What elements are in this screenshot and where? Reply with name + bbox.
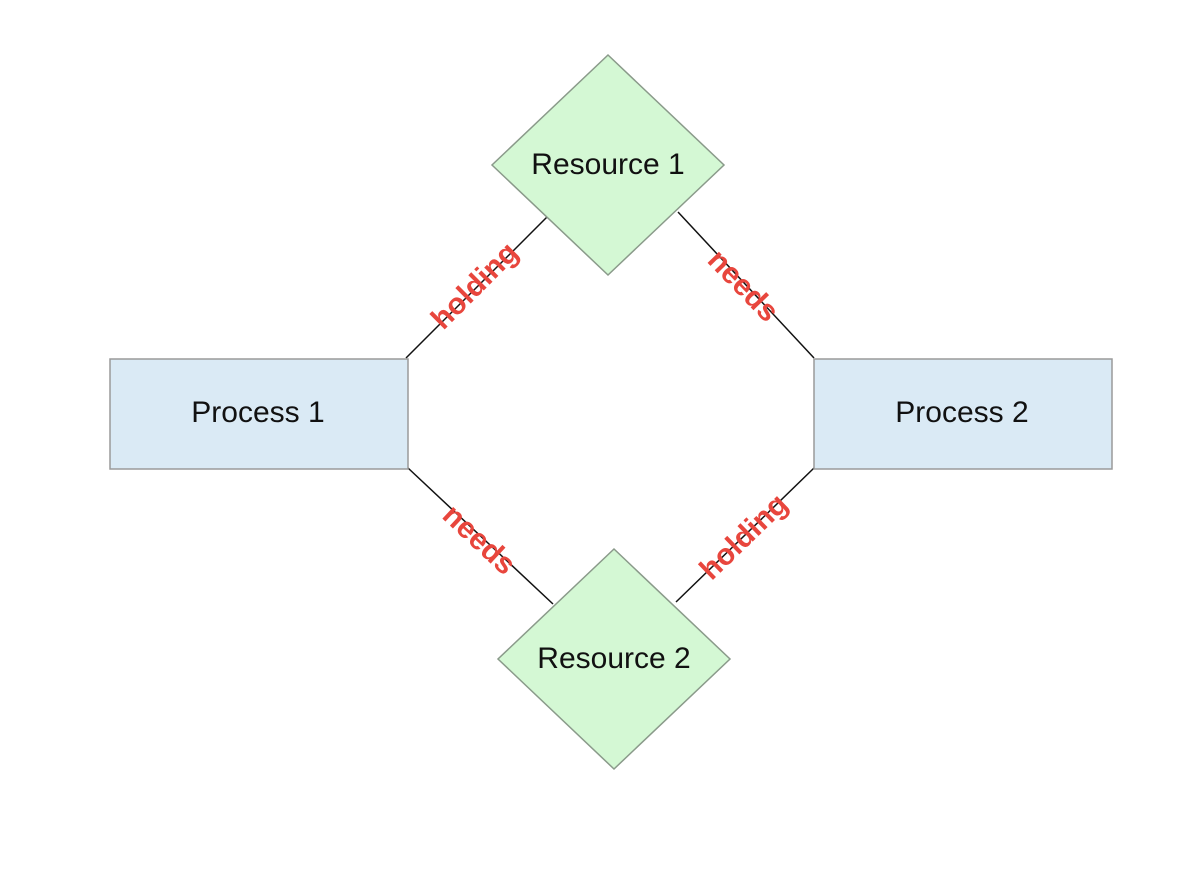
edge-label-holding-bottom: holding bbox=[693, 487, 794, 586]
edge-label-holding-top: holding bbox=[425, 236, 525, 336]
resource-1-label: Resource 1 bbox=[531, 148, 684, 181]
resource-2-label: Resource 2 bbox=[537, 642, 690, 675]
process-2-box bbox=[813, 358, 1113, 470]
resource-2-node[interactable]: Resource 2 bbox=[496, 547, 732, 771]
edge-resource1-process2 bbox=[677, 211, 815, 359]
process-2-node[interactable]: Process 2 bbox=[813, 358, 1113, 470]
resource-1-diamond bbox=[490, 53, 726, 277]
edge-process1-resource1 bbox=[405, 216, 548, 359]
edge-resource2-process2 bbox=[675, 467, 815, 603]
edges bbox=[405, 211, 815, 605]
process-1-node[interactable]: Process 1 bbox=[109, 358, 409, 470]
resource-2-diamond bbox=[496, 547, 732, 771]
process-2-label: Process 2 bbox=[895, 396, 1028, 429]
edge-label-needs-top: needs bbox=[701, 243, 785, 328]
edge-process1-resource2 bbox=[407, 467, 554, 605]
resource-1-node[interactable]: Resource 1 bbox=[490, 53, 726, 277]
process-1-box bbox=[109, 358, 409, 470]
edge-label-needs-bottom: needs bbox=[436, 498, 522, 581]
process-1-label: Process 1 bbox=[191, 396, 324, 429]
